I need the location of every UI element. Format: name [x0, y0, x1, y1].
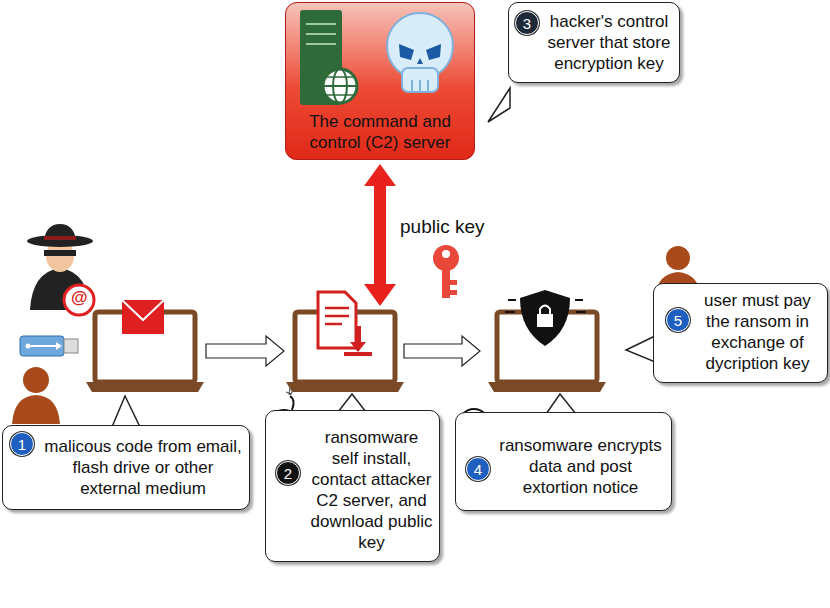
- shield-icon: [505, 290, 586, 346]
- callout-number: 4: [466, 457, 490, 481]
- server-panel: [285, 2, 475, 160]
- edge-label: public key: [400, 216, 485, 238]
- callout-text: malicous code from email, flash drive or…: [43, 436, 243, 499]
- callout-number: 2: [276, 461, 300, 485]
- callout-number-text: 1: [18, 436, 26, 453]
- callout-text: ransomware encrypts data and post extort…: [496, 435, 665, 498]
- callout-box: hacker's control server that store encry…: [508, 2, 680, 83]
- callout-text: user must pay the ransom in exchange of …: [694, 290, 821, 374]
- email-symbol: @: [71, 288, 88, 308]
- callout-number: 5: [666, 308, 690, 332]
- callout-text: ransomware self install, contact attacke…: [310, 427, 433, 553]
- usb-drive: [20, 336, 78, 356]
- callout-number-text: 2: [284, 465, 292, 482]
- double-arrow: [364, 164, 396, 306]
- callout-box: user must pay the ransom in exchange of …: [653, 283, 828, 383]
- callout-number-text: 3: [523, 15, 531, 32]
- callout-number: 1: [10, 432, 34, 456]
- callout-number-text: 4: [474, 461, 482, 478]
- callout-box: ransomware self install, contact attacke…: [265, 410, 440, 562]
- download-icon: [318, 292, 372, 356]
- callout-box: ransomware encrypts data and post extort…: [455, 412, 672, 511]
- email-icon: [122, 300, 164, 334]
- callout-box: malicous code from email, flash drive or…: [2, 425, 250, 510]
- hacker-figure: [27, 224, 94, 315]
- server-box: The command and control (C2) server: [285, 2, 475, 160]
- skull-icon: [387, 13, 453, 92]
- callout-number: 3: [515, 11, 539, 35]
- user-figure: [12, 246, 700, 424]
- server-label: The command and control (C2) server: [292, 111, 468, 153]
- callout-text: hacker's control server that store encry…: [545, 11, 673, 74]
- key-icon: [433, 245, 459, 298]
- server-icon: [300, 10, 357, 105]
- callout-number-text: 5: [674, 312, 682, 329]
- flow-arrow: [206, 336, 480, 366]
